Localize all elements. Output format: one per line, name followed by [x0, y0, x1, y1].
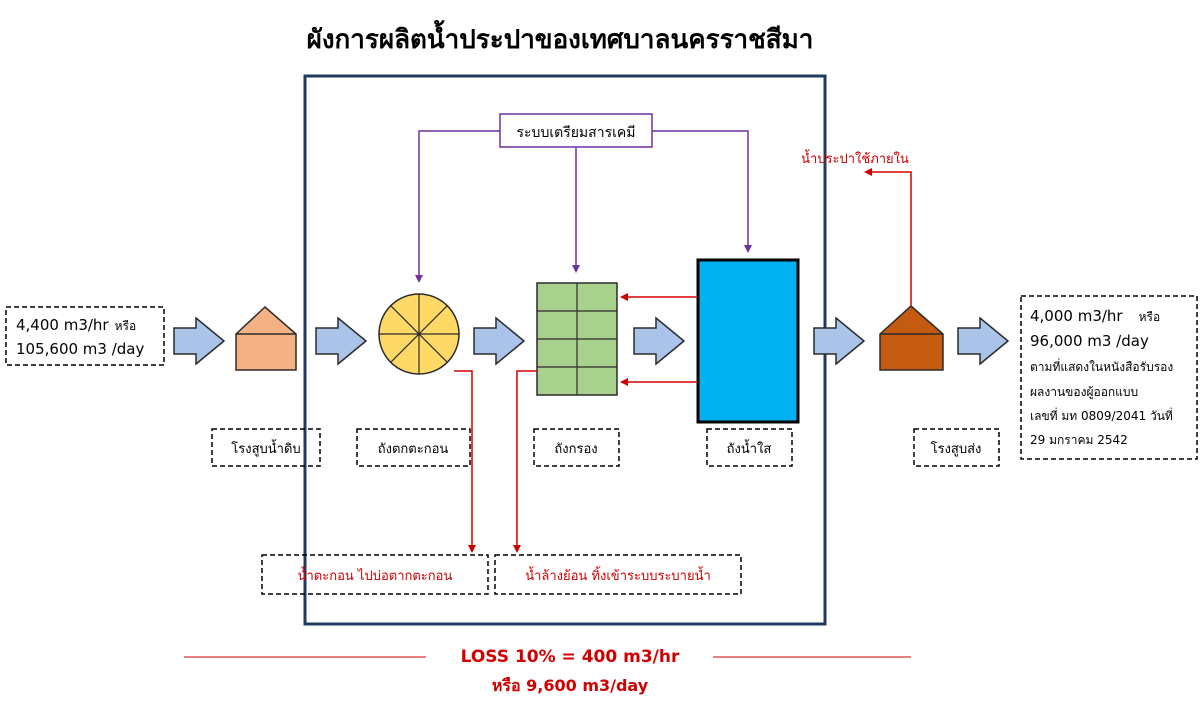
- output-flow-box: [1020, 295, 1198, 460]
- chem-system-label: ระบบเตรียมสารเคมี: [517, 125, 636, 141]
- internal-use-label: น้ำประปาใช้ภายใน: [801, 149, 909, 167]
- distribution-pump-house-icon: [879, 304, 944, 371]
- output-or: หรือ: [1139, 310, 1161, 324]
- input-flow-box: [5, 306, 165, 366]
- filter-tank-icon: [536, 282, 618, 396]
- raw-pump-label: โรงสูบน้ำดิบ: [231, 439, 300, 457]
- clear-tank-icon: [696, 258, 800, 424]
- clear-tank-label: ถังน้ำใส: [727, 439, 772, 457]
- sedimentation-tank-icon: [378, 293, 460, 375]
- backwash-label: น้ำล้างย้อน ทิ้งเข้าระบบระบายน้ำ: [525, 566, 711, 584]
- output-rate-day: 96,000 m3 /day: [1030, 332, 1149, 350]
- distribution-pump-label: โรงสูบส่ง: [931, 441, 982, 457]
- flow-arrow-3: [473, 316, 526, 366]
- page-title: ผังการผลิตน้ำประปาของเทศบาลนครราชสีมา: [307, 19, 814, 55]
- loss-line-1: LOSS 10% = 400 m3/hr: [461, 647, 680, 667]
- flow-arrow-2: [315, 316, 368, 366]
- chem-line-clear-tank: [652, 130, 752, 253]
- chem-line-sedimentation: [415, 130, 500, 283]
- input-rate-day: 105,600 m3 /day: [16, 340, 144, 358]
- flow-arrow-6: [957, 316, 1010, 366]
- flow-arrow-4: [633, 316, 686, 366]
- flow-arrow-5: [813, 316, 866, 366]
- output-note-1: ตามที่แสดงในหนังสือรับรอง: [1030, 358, 1173, 374]
- sludge-line: [454, 370, 476, 553]
- loss-line-2: หรือ 9,600 m3/day: [492, 676, 649, 695]
- raw-pump-house-icon: [235, 305, 297, 371]
- input-rate-hr: 4,400 m3/hr: [16, 316, 109, 334]
- output-note-3: เลขที่ มท 0809/2041 วันที่: [1030, 407, 1173, 423]
- flow-arrow-1: [173, 316, 226, 366]
- sedimentation-label: ถังตกตะกอน: [378, 442, 449, 457]
- output-note-2: ผลงานของผู้ออกแบบ: [1030, 385, 1138, 400]
- input-or: หรือ: [115, 319, 137, 333]
- filter-label: ถังกรอง: [554, 442, 597, 457]
- backwash-line: [513, 370, 537, 553]
- sludge-label: น้ำตะกอน ไปบ่อตากตะกอน: [298, 566, 453, 584]
- internal-use-line: [864, 168, 912, 306]
- output-note-4: 29 มกราคม 2542: [1030, 433, 1128, 447]
- output-rate-hr: 4,000 m3/hr: [1030, 307, 1123, 325]
